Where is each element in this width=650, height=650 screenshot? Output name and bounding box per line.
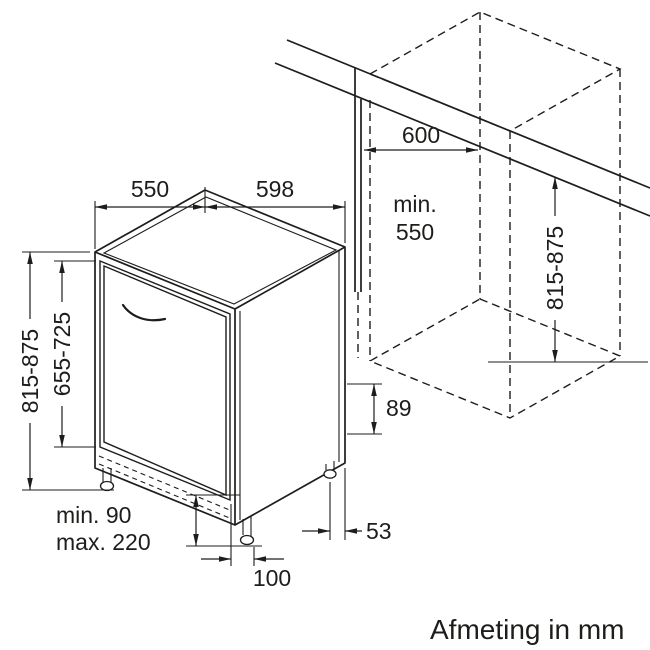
- label-gap: [48, 302, 76, 406]
- niche-vertical-edges: [369, 12, 621, 418]
- dim-label-plinth-min: min. 90: [56, 502, 131, 528]
- foot-left: [99, 480, 115, 492]
- dim-label-89: 89: [386, 395, 412, 421]
- ext-lines-89: [347, 383, 382, 435]
- niche-bottom-face: [368, 298, 622, 419]
- body-inner-edges: [102, 196, 340, 520]
- niche-top-face: [368, 11, 622, 132]
- countertop: [274, 39, 650, 217]
- niche-depth-min: min.: [393, 191, 436, 217]
- label-niche-depth: min. 550: [393, 191, 436, 245]
- dim-label-100: 100: [253, 565, 291, 591]
- dim-label-53: 53: [366, 518, 392, 544]
- dimension-depth-550: 550: [94, 176, 206, 249]
- dimension-total-height: 815-875: [16, 251, 114, 491]
- dimension-width-598: 598: [205, 176, 346, 243]
- niche-dashed-outline: [368, 11, 622, 419]
- niche-side-panel: [354, 96, 362, 358]
- dim-label-plinth-max: max. 220: [56, 529, 151, 555]
- dimension-door-height: 655-725: [48, 260, 96, 448]
- dishwasher-feet: [99, 461, 337, 546]
- units-caption: Afmeting in mm: [430, 614, 625, 645]
- plinth-hidden-lines: [98, 455, 233, 520]
- dimension-niche-height: 815-875: [488, 177, 648, 363]
- dimension-toekick-100: 100: [201, 504, 291, 591]
- dim-label-depth: 550: [131, 176, 169, 202]
- countertop-edges: [274, 39, 650, 217]
- foot-rear: [323, 469, 337, 479]
- feet-stems: [102, 461, 335, 536]
- niche-depth-value: 550: [396, 219, 434, 245]
- dim-label-niche-height: 815-875: [542, 226, 568, 310]
- dim-label-width: 598: [256, 176, 294, 202]
- dimension-plinth-height: min. 90 max. 220: [56, 494, 262, 555]
- dimension-rear-89: 89: [347, 383, 412, 435]
- side-panel-lines: [354, 96, 362, 292]
- dim-label-total-height: 815-875: [17, 329, 43, 413]
- ext-lines-total-height: [22, 251, 114, 491]
- label-gap: [16, 319, 44, 423]
- dim-label-niche-width: 600: [402, 122, 440, 148]
- dimension-niche-width-600: 600: [364, 122, 478, 153]
- body-outline: [94, 189, 346, 526]
- door-handle: [121, 303, 167, 322]
- dimension-foot-53: 53: [302, 468, 392, 544]
- dim-label-door-height: 655-725: [49, 312, 75, 396]
- ext-lines-53: [329, 468, 346, 540]
- label-gap: [541, 216, 569, 320]
- dishwasher-body: [94, 189, 346, 526]
- foot-front: [239, 534, 255, 546]
